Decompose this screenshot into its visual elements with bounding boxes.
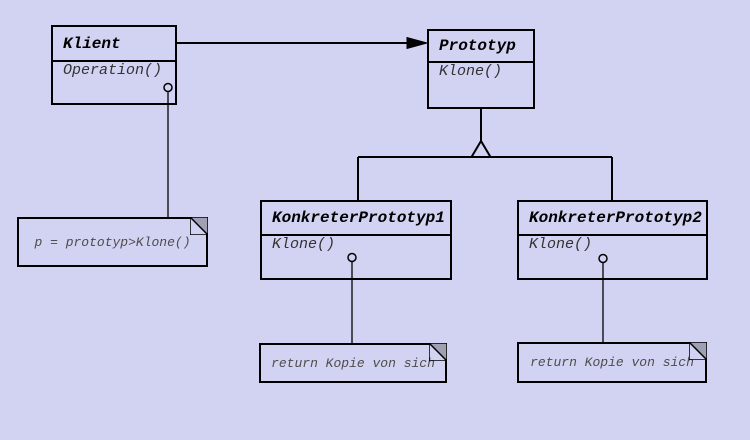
note-fold-icon (429, 343, 447, 361)
class-klient-name: Klient (53, 27, 175, 62)
class-konkreter-prototyp2: KonkreterPrototyp2 Klone() (517, 200, 708, 280)
class-konkreter-prototyp2-name: KonkreterPrototyp2 (519, 202, 706, 236)
class-konkreter-prototyp1: KonkreterPrototyp1 Klone() (260, 200, 452, 280)
class-klient-method: Operation() (63, 62, 163, 79)
note-fold-icon (689, 342, 707, 360)
class-prototyp-method: Klone() (439, 63, 503, 80)
note-klient-text: p = prototyp>Klone() (34, 234, 191, 250)
class-konkreter-prototyp1-method: Klone() (272, 236, 336, 253)
class-prototyp: Prototyp Klone() (427, 29, 535, 109)
class-konkreter-prototyp1-name: KonkreterPrototyp1 (262, 202, 450, 236)
arrowhead-icon (406, 36, 429, 50)
note-fold-icon (190, 217, 208, 235)
note-konkreter-prototyp1: return Kopie von sich (259, 343, 447, 383)
note-konkreter-prototyp2-text: return Kopie von sich (530, 355, 694, 370)
association-arrow (177, 36, 429, 50)
note-konkreter-prototyp1-text: return Kopie von sich (271, 355, 435, 371)
generalization-triangle-icon (469, 139, 493, 158)
generalization-connector (357, 109, 613, 201)
class-konkreter-prototyp2-method: Klone() (529, 236, 593, 253)
note-konkreter-prototyp2: return Kopie von sich (517, 342, 707, 383)
class-klient: Klient Operation() (51, 25, 177, 105)
class-prototyp-name: Prototyp (429, 31, 533, 63)
note-klient: p = prototyp>Klone() (17, 217, 208, 267)
